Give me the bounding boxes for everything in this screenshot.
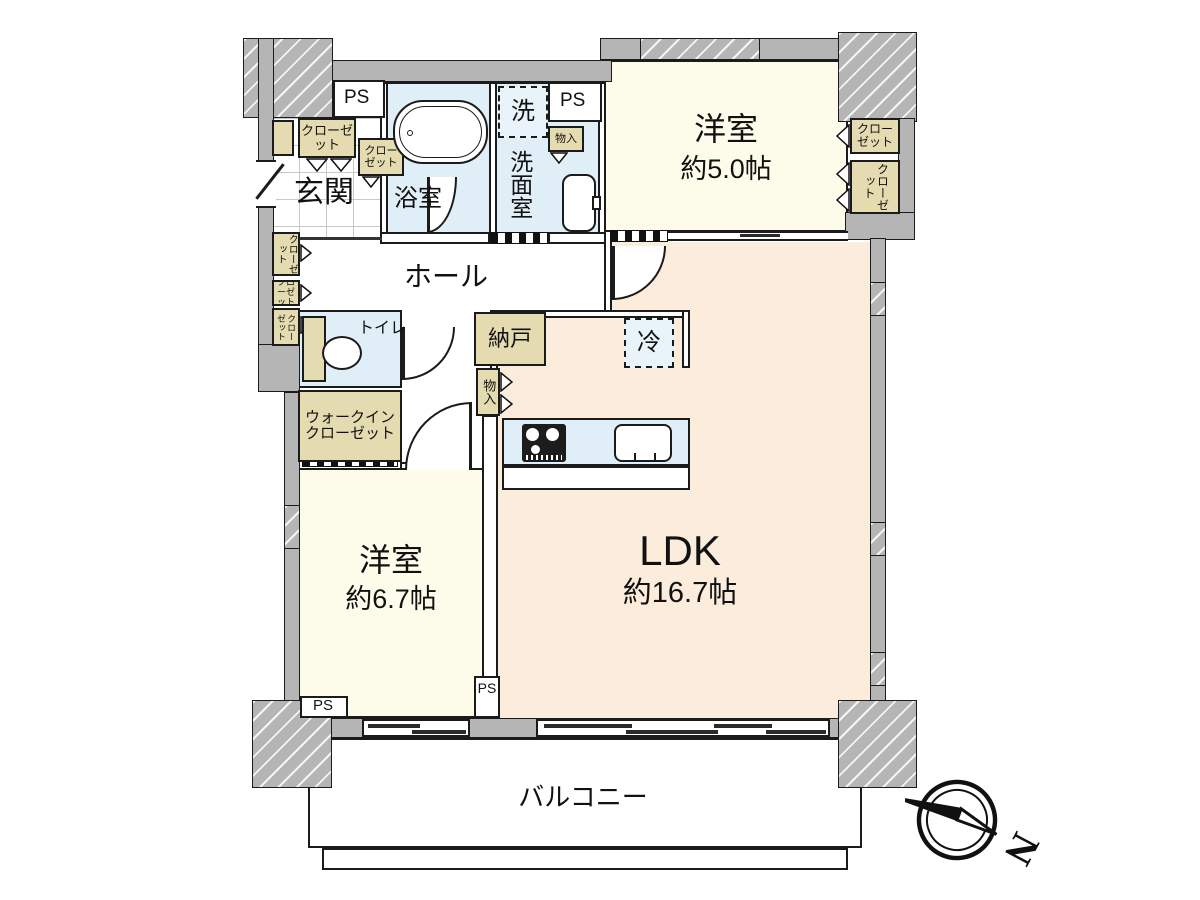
left-closet-3: クローゼット: [272, 308, 300, 346]
top-wall-hatch: [640, 38, 760, 60]
ps-label-bottom-left: PS: [313, 697, 334, 714]
ps-box-bottom-left: [300, 696, 348, 718]
window-sash: [766, 730, 826, 734]
monoire-corridor: 物入: [476, 368, 500, 416]
wic-line1: ウォークイン: [304, 408, 395, 426]
door-swing-triangle: [836, 188, 850, 212]
window-sash: [544, 724, 632, 728]
pillar-top-left: [243, 38, 333, 118]
door-swing-triangle: [306, 158, 328, 172]
pillar-bottom-right: [838, 700, 917, 788]
left-wall-lower-hatch: [284, 505, 300, 549]
genkan-step-line: [272, 237, 382, 240]
hall-label: ホール: [404, 261, 489, 292]
genkan-closet-stub: [272, 120, 294, 156]
ps-box-top-left: [333, 80, 385, 118]
wall-kitchen-nook-side: [682, 310, 690, 368]
pillar-top-right: [838, 32, 917, 122]
stove-burner: [526, 428, 539, 441]
compass-icon: N: [905, 779, 1049, 873]
washer-space: 洗: [498, 86, 548, 138]
partition-handle: [740, 234, 780, 237]
door-swing-triangle: [362, 176, 380, 188]
kitchen-sink: [614, 424, 672, 462]
wall-hall-ldk: [604, 230, 612, 318]
wall-bath-washroom: [489, 82, 497, 240]
bedroom1-label: 洋室: [693, 111, 758, 147]
toilet-door: [402, 327, 455, 380]
genkan-closet-1: クローゼット: [298, 118, 356, 158]
bedroom2-entry-door: [405, 402, 472, 470]
toilet-label: トイレ: [358, 320, 407, 337]
bathtub-inner-line: [399, 106, 482, 158]
stove-grill: [526, 455, 562, 460]
compass-north-label: N: [995, 826, 1048, 873]
left-closet-2: クローゼット: [272, 280, 300, 306]
stove-burner: [531, 445, 540, 454]
door-swing-triangle: [836, 124, 850, 148]
right-wall-hatch3: [870, 652, 886, 686]
right-wall-hatch2: [870, 522, 886, 556]
bedroom1-closet-1: クローゼット: [850, 118, 900, 154]
kitchen-counter-front: [502, 466, 690, 490]
ldk-area-kitchen: [498, 318, 612, 718]
door-swing-triangle: [300, 244, 312, 262]
ps-label-top-mid: PS: [560, 90, 586, 111]
monoire-washroom: 物入: [548, 126, 584, 152]
bedroom1-closet-2: クローゼット: [850, 160, 900, 214]
door-swing-triangle: [500, 394, 513, 414]
bathtub-drain: [407, 130, 413, 136]
genkan-label: 玄関: [294, 176, 354, 209]
ps-box-top-mid: [548, 82, 602, 122]
bedroom1-sliding-door: [610, 230, 668, 242]
door-swing-triangle: [836, 162, 850, 186]
right-wall-upper: [898, 118, 915, 215]
storage-room-box: 納戸: [474, 312, 546, 366]
left-step-block: [258, 344, 300, 392]
left-closet-1: クローゼット: [272, 232, 300, 276]
ps-box-bottom-mid: PS: [474, 676, 500, 718]
right-wall-hatch1: [870, 282, 886, 316]
bedroom2-window: [362, 719, 470, 737]
door-swing-triangle: [500, 372, 513, 392]
right-step-block: [845, 212, 915, 240]
window-sash: [368, 724, 420, 728]
walk-in-closet: ウォークイン クローゼット: [298, 390, 402, 462]
door-swing-triangle: [550, 152, 568, 164]
bedroom1-size: 約5.0帖: [680, 154, 772, 184]
ldk-window: [536, 719, 830, 737]
genkan-closet-2: クローゼット: [358, 138, 404, 176]
fridge-label: 冷: [637, 328, 661, 356]
door-swing-triangle: [300, 284, 312, 302]
balcony-label: バルコニー: [518, 782, 648, 812]
bathtub: [393, 100, 488, 164]
ps-label-top-left: PS: [344, 87, 370, 108]
balcony-rim: [322, 848, 848, 870]
door-swing-triangle: [330, 158, 352, 172]
wall-bath-bottom: [380, 232, 490, 244]
window-sash: [412, 730, 466, 734]
bathroom-label: 浴室: [394, 185, 442, 212]
toilet-bowl: [322, 336, 362, 370]
bedroom2-label: 洋室: [358, 542, 423, 578]
window-sash: [714, 724, 772, 728]
washer-label: 洗: [511, 97, 535, 125]
bedroom2-size: 約6.7帖: [345, 584, 437, 614]
washbasin: [562, 174, 596, 232]
stove-burner: [546, 428, 559, 441]
fridge-space: 冷: [624, 318, 674, 368]
kitchen-sink-notch: [634, 453, 656, 462]
washroom-sliding-door: [490, 232, 548, 244]
ldk-label: LDK: [639, 527, 721, 574]
washbasin-faucet: [592, 196, 601, 210]
stove: [522, 424, 566, 462]
window-sash: [626, 730, 718, 734]
ldk-size: 約16.7帖: [622, 577, 738, 609]
wall-washroom-bottom: [548, 232, 606, 244]
wic-line2: クローゼット: [304, 425, 395, 442]
washroom-label: 洗面室: [506, 150, 533, 219]
balcony: [308, 738, 862, 848]
